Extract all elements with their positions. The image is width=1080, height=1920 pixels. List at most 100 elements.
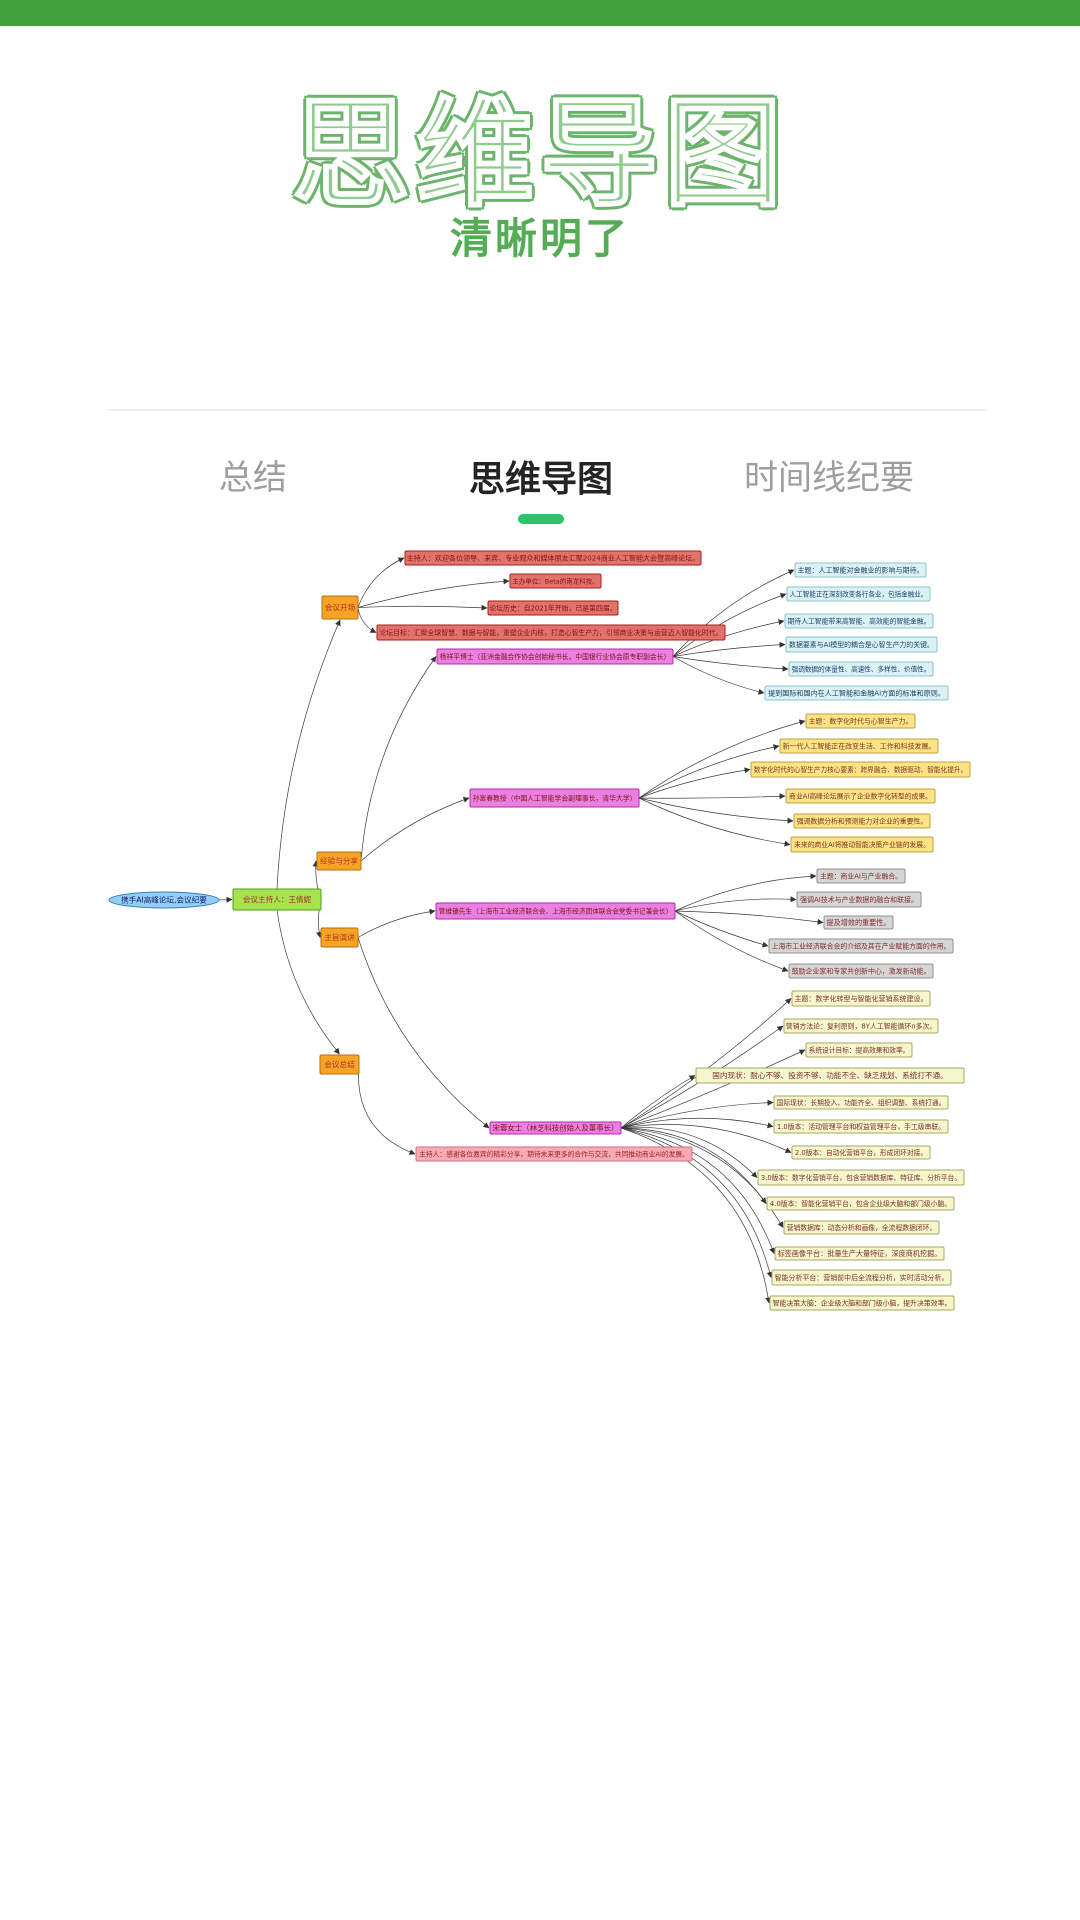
mindmap-node-shape — [783, 1220, 940, 1235]
mindmap-edge-m4-l4 — [620, 1075, 696, 1129]
mindmap-node-label: 智能决策大脑：企业级大脑和部门级小脑，提升决策效率。 — [773, 1298, 952, 1307]
mindmap-node-l11: 标签画像平台：批量生产大量特征，深度商机挖掘。 — [774, 1246, 945, 1261]
mindmap-node-shape — [783, 1018, 939, 1034]
mindmap-node-label: 管维镛先生（上海市工业经济联合会、上海市经济团体联合会党委书记兼会长） — [439, 906, 673, 915]
mindmap-edge-b_open-r2 — [357, 578, 510, 608]
mindmap-node-shape — [766, 1196, 955, 1211]
mindmap-node-label: 未来的商业AI将推动智能决策产业链的发展。 — [794, 840, 930, 849]
mindmap-node-shape — [774, 1246, 945, 1261]
mindmap-node-shape — [773, 1095, 949, 1110]
mindmap-edge-b_exp-m1 — [360, 656, 437, 862]
mindmap-node-shape — [779, 738, 939, 754]
mindmap-node-l4: 国内现状：耐心不够、投资不够、功能不全、缺乏规划、系统打不通。 — [695, 1067, 965, 1084]
mindmap-node-label: 主持人：欢迎各位领导、来宾、专业观众和媒体朋友汇聚2024商业人工智能大会暨高峰… — [407, 553, 700, 562]
mindmap-node-y1: 主题：数字化时代与心智生产力。 — [805, 713, 916, 729]
mindmap-edge-m2-y5 — [638, 797, 794, 824]
mindmap-node-label: 系统设计目标：提高效果和效率。 — [809, 1045, 910, 1054]
mindmap-node-g2: 强调AI技术与产业数据的融合和联接。 — [796, 891, 922, 908]
page-title: 思维导图 — [291, 84, 788, 224]
mindmap-edge-m1-c4 — [672, 641, 786, 657]
tab-timeline[interactable]: 时间线纪要 — [744, 458, 914, 498]
mindmap-node-shape — [786, 586, 931, 602]
mindmap-node-shape — [316, 851, 362, 871]
mindmap-edge-m4-l7 — [620, 1124, 792, 1153]
tab-mindmap[interactable]: 思维导图 — [468, 459, 614, 500]
mindmap-edge-b_key-m4 — [357, 937, 490, 1129]
mindmap-node-r1: 主持人：欢迎各位领导、来宾、专业观众和媒体朋友汇聚2024商业人工智能大会暨高峰… — [404, 550, 702, 566]
mindmap-node-shape — [319, 1054, 360, 1075]
mindmap-node-label: 2.0版本：自动化营销平台，形成闭环对接。 — [795, 1148, 927, 1157]
mindmap-node-label: 期待人工智能带来高智能、高效能的智能金融。 — [788, 616, 931, 625]
mindmap-edge-m3-g3 — [674, 910, 824, 925]
mindmap-node-shape — [320, 927, 359, 948]
mindmap-node-host: 会议主持人：王倩妮 — [232, 888, 322, 911]
tab-summary[interactable]: 总结 — [219, 458, 287, 498]
mindmap-node-r3: 论坛历史：自2021年开始，已是第四届。 — [487, 600, 619, 616]
mindmap-node-shape — [791, 990, 931, 1007]
mindmap-node-label: 会议总结 — [324, 1059, 355, 1069]
mindmap-node-shape — [769, 1295, 955, 1311]
mindmap-edge-b_open-r4 — [357, 607, 377, 633]
mindmap-edge-m4-l6 — [620, 1117, 774, 1129]
mindmap-node-l3: 系统设计目标：提高效果和效率。 — [805, 1042, 913, 1058]
mindmap-node-b_open: 会议开场 — [321, 595, 359, 620]
active-tab-indicator — [518, 514, 564, 524]
mindmap-edge-m2-y1 — [638, 719, 806, 799]
mindmap-node-l9: 4.0版本：智能化营销平台，包含企业级大脑和部门级小脑。 — [766, 1196, 955, 1211]
mindmap-node-l5: 国际现状：长期投入、功能齐全、组织调整、系统打通。 — [773, 1095, 949, 1110]
mindmap-node-g5: 鼓励企业家和专家共创新中心，激发新动能。 — [788, 963, 934, 979]
mindmap-node-l1: 主题：数字化转型与智能化营销系统建设。 — [791, 990, 931, 1007]
mindmap-edge-m4-l13 — [620, 1127, 772, 1304]
mindmap-node-label: 国内现状：耐心不够、投资不够、功能不全、缺乏规划、系统打不通。 — [712, 1070, 947, 1080]
mindmap-node-p1: 主持人：感谢各位嘉宾的精彩分享，期待未来更多的合作与交流，共同推动商业AI的发展… — [415, 1146, 693, 1162]
mindmap-node-label: 1.0版本：活动管理平台和权益管理平台，手工级串联。 — [777, 1122, 945, 1131]
mindmap-node-label: 新一代人工智能正在改变生活、工作和科技发展。 — [783, 741, 936, 750]
mindmap-nodes: 携手AI高峰论坛,会议纪要会议主持人：王倩妮会议开场经验与分享主旨演讲会议总结主… — [108, 550, 971, 1311]
mindmap-node-shape — [750, 761, 971, 778]
mindmap-node-label: 鼓励企业家和专家共创新中心，激发新动能。 — [792, 966, 931, 975]
mindmap-node-label: 主旨演讲 — [324, 932, 355, 942]
mindmap-node-label: 主办单位：Beta的南龙科技。 — [512, 576, 599, 585]
mindmap-node-shape — [788, 963, 934, 979]
mindmap-node-c4: 数据要素与AI模型的耦合是心智生产力的关键。 — [785, 636, 938, 653]
mindmap-node-shape — [764, 685, 949, 701]
mindmap-node-label: 经验与分享 — [320, 856, 358, 866]
mindmap-edge-m3-g4 — [674, 910, 769, 948]
mindmap-node-label: 论坛历史：自2021年开始，已是第四届。 — [489, 603, 616, 612]
mindmap-node-c1: 主题：人工智能对金融业的影响与期待。 — [794, 562, 927, 578]
mindmap-image[interactable]: 携手AI高峰论坛,会议纪要会议主持人：王倩妮会议开场经验与分享主旨演讲会议总结主… — [90, 540, 1080, 1330]
mindmap-node-m3: 管维镛先生（上海市工业经济联合会、上海市经济团体联合会党委书记兼会长） — [435, 902, 676, 920]
mindmap-node-shape — [436, 648, 674, 665]
mindmap-node-shape — [784, 613, 934, 629]
mindmap-node-label: 主题：人工智能对金融业的影响与期待。 — [798, 565, 924, 574]
mindmap-node-label: 强调数据分析和预测能力对企业的重要性。 — [797, 816, 928, 825]
mindmap-node-label: 智能分析平台：营销前中后全流程分析，实时活动分析。 — [775, 1273, 949, 1282]
mindmap-node-y2: 新一代人工智能正在改变生活、工作和科技发展。 — [779, 738, 939, 754]
mindmap-node-shape — [790, 836, 934, 853]
mindmap-node-shape — [785, 636, 938, 653]
mindmap-node-root: 携手AI高峰论坛,会议纪要 — [108, 891, 220, 909]
mindmap-node-label: 数据要素与AI模型的耦合是心智生产力的关键。 — [789, 640, 934, 649]
mindmap-node-shape — [793, 813, 931, 829]
mindmap-node-label: 宋蓉女士（林芝科技创始人及董事长） — [493, 1123, 619, 1133]
mindmap-node-label: 主持人：感谢各位嘉宾的精彩分享，期待未来更多的合作与交流，共同推动商业AI的发展… — [419, 1149, 689, 1158]
mindmap-node-l12: 智能分析平台：营销前中后全流程分析，实时活动分析。 — [771, 1269, 952, 1286]
mindmap-node-g3: 提及增效的重要性。 — [823, 915, 894, 930]
mindmap-node-shape — [823, 915, 894, 930]
mindmap-node-b_key: 主旨演讲 — [320, 927, 359, 948]
mindmap-edge-host-b_open — [276, 619, 341, 890]
mindmap-node-label: 杨祥平博士（亚洲金融合作协会创始秘书长，中国银行业协会原专职副会长） — [440, 652, 671, 661]
mindmap-node-c6: 提到国际和国内在人工智能和金融AI方面的标准和原则。 — [764, 685, 949, 701]
mindmap-node-label: 4.0版本：智能化营销平台，包含企业级大脑和部门级小脑。 — [770, 1199, 951, 1208]
mindmap-edge-m4-l11 — [620, 1127, 775, 1254]
mindmap-node-c2: 人工智能正在深刻改变各行各业，包括金融业。 — [786, 586, 931, 602]
mindmap-node-y5: 强调数据分析和预测能力对企业的重要性。 — [793, 813, 931, 829]
mindmap-node-label: 数字化时代的心智生产力核心要素：跨界融合、数据驱动、智能化提升。 — [754, 765, 968, 774]
mindmap-edge-host-b_sum — [276, 909, 340, 1055]
mindmap-node-shape — [487, 600, 619, 616]
mindmap-node-c3: 期待人工智能带来高智能、高效能的智能金融。 — [784, 613, 934, 629]
mindmap-node-shape — [805, 1042, 913, 1058]
mindmap-node-label: 国际现状：长期投入、功能齐全、组织调整、系统打通。 — [777, 1098, 946, 1107]
mindmap-node-shape — [489, 1121, 622, 1135]
